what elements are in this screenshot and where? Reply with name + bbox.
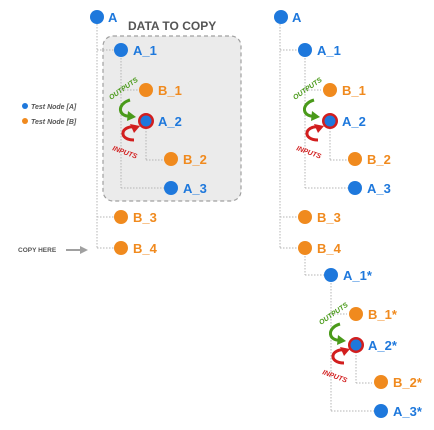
- node-b-icon[interactable]: [139, 83, 153, 97]
- node-a-icon[interactable]: [298, 43, 312, 57]
- tree-connector: [96, 24, 114, 249]
- node-a-icon[interactable]: [274, 10, 288, 24]
- inputs-arrow-icon: [305, 124, 324, 142]
- node-label-a1-copy: A_1*: [343, 268, 373, 283]
- tree-connector: [355, 352, 372, 384]
- node-b-icon[interactable]: [374, 375, 388, 389]
- node-label-b1: B_1: [158, 83, 182, 98]
- node-label-a3: A_3: [367, 181, 391, 196]
- node-label-a2-copy: A_2*: [368, 338, 398, 353]
- node-label-a2: A_2: [158, 114, 182, 129]
- tree-connector: [279, 24, 297, 249]
- node-b-icon[interactable]: [298, 241, 312, 255]
- legend: Test Node [A] Test Node [B]: [22, 103, 77, 126]
- node-label-b1: B_1: [342, 83, 366, 98]
- node-a-icon[interactable]: [374, 404, 388, 418]
- legend-swatch-b-icon: [22, 118, 28, 124]
- node-label-b3: B_3: [317, 210, 341, 225]
- node-a-core: [324, 115, 336, 127]
- node-label-b3: B_3: [133, 210, 157, 225]
- tree-connector: [330, 283, 374, 412]
- legend-label-a: Test Node [A]: [31, 104, 77, 111]
- legend-swatch-a-icon: [22, 103, 28, 109]
- node-b-icon[interactable]: [323, 83, 337, 97]
- inputs-arrow-icon: [331, 347, 350, 365]
- tree-connector: [329, 128, 349, 161]
- node-b-icon[interactable]: [114, 210, 128, 224]
- inputs-label: INPUTS: [295, 145, 322, 160]
- tree-connector: [145, 128, 166, 161]
- outputs-arrow-icon: [329, 322, 346, 345]
- inputs-arrow-icon: [121, 124, 140, 142]
- node-label-b4: B_4: [133, 241, 158, 256]
- tree-connector: [304, 58, 349, 189]
- tree-connector: [304, 256, 324, 276]
- node-b-icon[interactable]: [114, 241, 128, 255]
- node-label-b1-copy: B_1*: [368, 307, 398, 322]
- inputs-label: INPUTS: [321, 369, 348, 384]
- node-label-b2: B_2: [183, 152, 207, 167]
- outputs-arrow-icon: [303, 98, 320, 121]
- outputs-label: OUTPUTS: [292, 77, 324, 102]
- node-label-root: A: [292, 10, 302, 25]
- copy-here-label: COPY HERE: [18, 247, 57, 254]
- node-label-a2: A_2: [342, 114, 366, 129]
- node-label-b2-copy: B_2*: [393, 375, 423, 390]
- node-b-icon[interactable]: [164, 152, 178, 166]
- node-a-icon[interactable]: [348, 181, 362, 195]
- tree-connector: [120, 58, 166, 189]
- node-b-icon[interactable]: [349, 307, 363, 321]
- node-a-icon[interactable]: [324, 268, 338, 282]
- node-label-a1: A_1: [317, 43, 341, 58]
- node-label-b2: B_2: [367, 152, 391, 167]
- outputs-label: OUTPUTS: [318, 302, 350, 327]
- node-b-icon[interactable]: [348, 152, 362, 166]
- data-to-copy-title: DATA TO COPY: [128, 19, 216, 33]
- node-a-core: [350, 339, 362, 351]
- right-tree: A A_1 B_1 OUTPUTS INPUTS A_2 B_2 A_3 B_3: [274, 10, 423, 419]
- outputs-arrow-icon: [119, 98, 136, 121]
- node-label-b4: B_4: [317, 241, 342, 256]
- node-a-icon[interactable]: [114, 43, 128, 57]
- node-a-icon[interactable]: [90, 10, 104, 24]
- legend-label-b: Test Node [B]: [31, 119, 77, 126]
- node-b-icon[interactable]: [298, 210, 312, 224]
- copy-here-marker: COPY HERE: [18, 246, 88, 254]
- node-a-core: [140, 115, 152, 127]
- node-a-icon[interactable]: [164, 181, 178, 195]
- node-label-root: A: [108, 10, 118, 25]
- node-label-a1: A_1: [133, 43, 157, 58]
- node-label-a3: A_3: [183, 181, 207, 196]
- left-tree: DATA TO COPY A A_1 B_1 OUTPUTS INPUTS A_…: [90, 10, 242, 256]
- node-label-a3-copy: A_3*: [393, 404, 423, 419]
- data-to-copy-box: [102, 35, 242, 202]
